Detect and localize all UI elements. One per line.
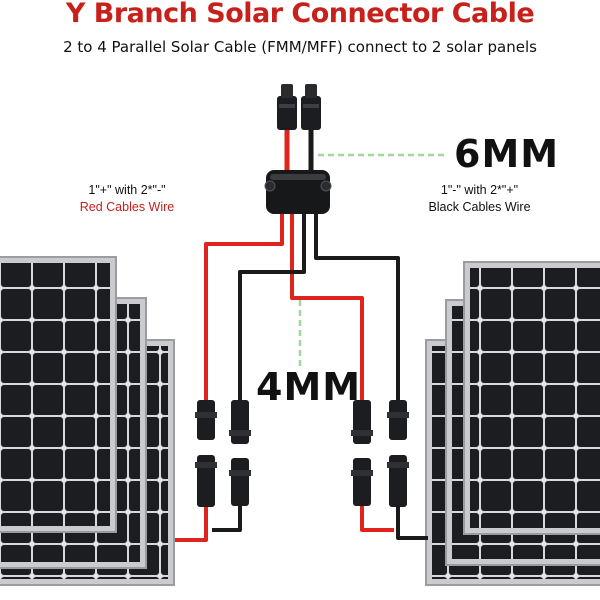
page-subtitle: 2 to 4 Parallel Solar Cable (FMM/MFF) co… xyxy=(63,38,537,56)
main-cables xyxy=(284,125,314,181)
branch-wire-size-label: 4MM xyxy=(256,365,362,409)
y-branch-hub-icon xyxy=(264,170,332,214)
branch-connectors xyxy=(195,400,409,507)
mc4-connector-icon xyxy=(301,84,321,130)
right-solar-panel-stack xyxy=(425,261,600,586)
solar-panel-icon xyxy=(0,256,117,533)
left-caption-wire: Red Cables Wire xyxy=(79,200,175,214)
left-cable-caption: 1"+" with 2*"-" Red Cables Wire xyxy=(52,182,202,216)
solar-panel-icon xyxy=(463,261,600,535)
right-caption-polarity: 1"-" with 2*"+" xyxy=(440,183,519,197)
mc4-connector-icon xyxy=(351,400,373,506)
page-title: Y Branch Solar Connector Cable xyxy=(65,0,535,29)
top-connector-pair xyxy=(277,84,321,130)
left-caption-polarity: 1"+" with 2*"-" xyxy=(88,183,166,197)
main-wire-size-label: 6MM xyxy=(454,132,560,176)
mc4-connector-icon xyxy=(229,400,251,506)
mc4-connector-icon xyxy=(195,400,217,507)
mc4-connector-icon xyxy=(387,400,409,507)
wire-size-indicators xyxy=(298,153,448,368)
mc4-connector-icon xyxy=(277,84,297,130)
right-cable-caption: 1"-" with 2*"+" Black Cables Wire xyxy=(402,182,557,216)
right-caption-wire: Black Cables Wire xyxy=(428,200,531,214)
left-solar-panel-stack xyxy=(0,256,175,586)
branch-cables xyxy=(175,212,428,542)
